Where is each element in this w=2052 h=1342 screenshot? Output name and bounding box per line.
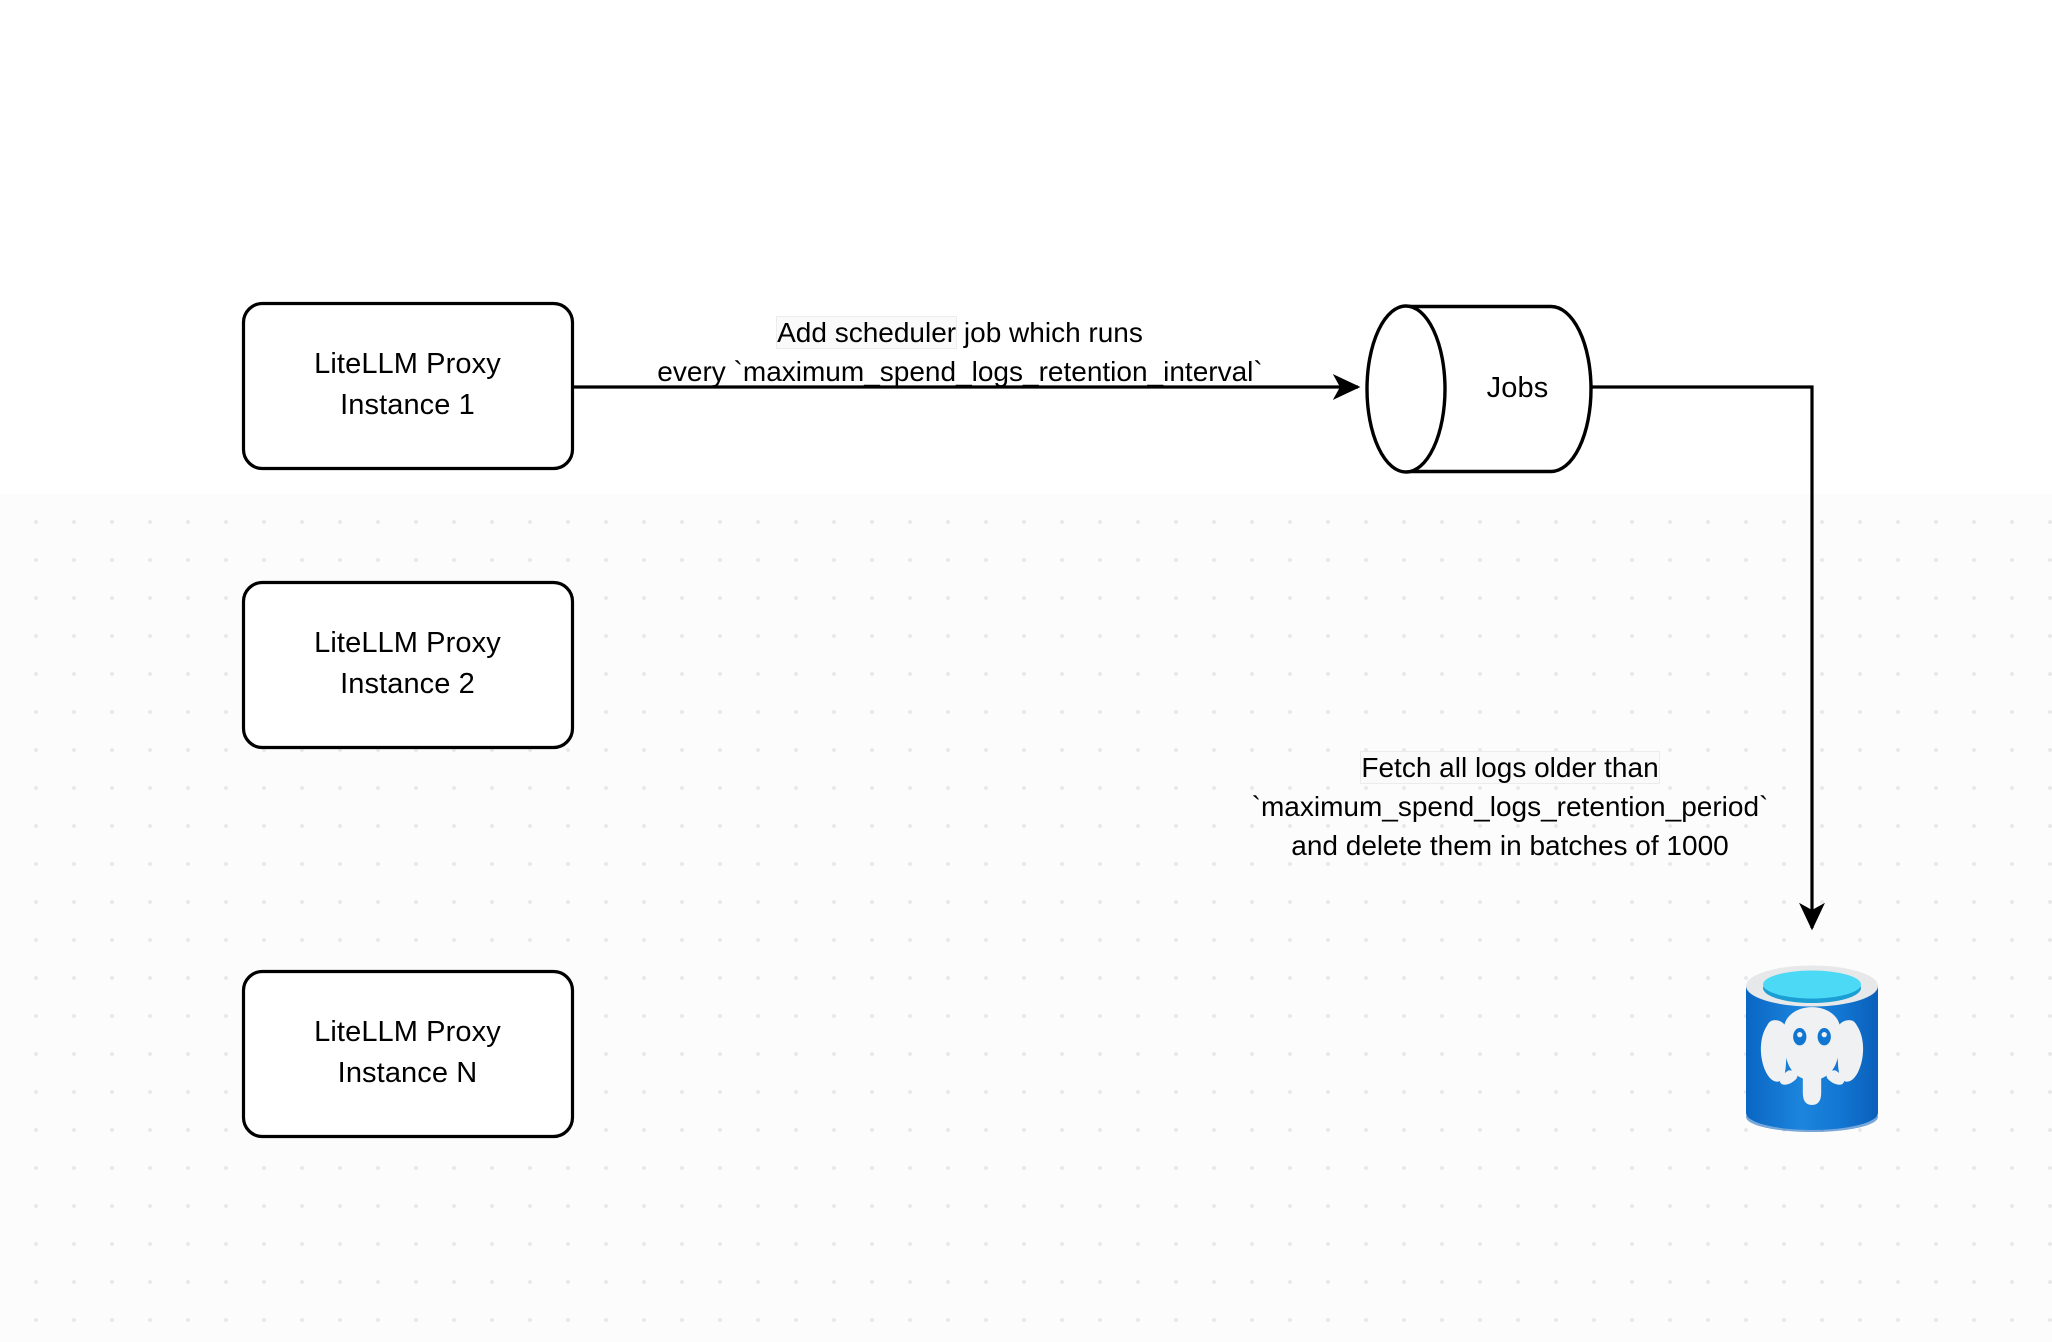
edge-jobs-postgres-label-highlight: Fetch all logs older than	[1361, 752, 1659, 783]
node-proxy-n-line1: LiteLLM Proxy	[314, 1016, 501, 1048]
edge-jobs-postgres-label: Fetch all logs older than `maximum_spend…	[1230, 748, 1790, 865]
edge-proxy1-jobs-label-line1: Add scheduler job which runs	[590, 313, 1330, 352]
edge-jobs-postgres-label-line3: and delete them in batches of 1000	[1291, 830, 1729, 861]
node-proxy-1-line1: LiteLLM Proxy	[314, 348, 501, 380]
node-proxy-2-line1: LiteLLM Proxy	[314, 627, 501, 659]
edge-proxy1-jobs-label-highlight: Add scheduler	[777, 317, 957, 348]
node-proxy-2-label: LiteLLM Proxy Instance 2	[243, 623, 572, 705]
node-jobs-label: Jobs	[1445, 368, 1590, 409]
node-jobs-text: Jobs	[1486, 372, 1549, 404]
node-jobs-shape[interactable]	[1365, 304, 1593, 474]
node-proxy-2-line2: Instance 2	[340, 668, 475, 700]
edge-jobs-postgres-line	[1590, 385, 1825, 931]
node-proxy-n-shape[interactable]	[241, 969, 575, 1139]
edge-proxy1-jobs-label-line2: every `maximum_spend_logs_retention_inte…	[657, 356, 1263, 387]
edge-jobs-postgres-label-line2: `maximum_spend_logs_retention_period`	[1251, 791, 1769, 822]
node-proxy-1-line2: Instance 1	[340, 389, 475, 421]
edge-jobs-postgres-label-line1: Fetch all logs older than	[1230, 748, 1790, 787]
edge-proxy1-jobs-label-line1-rest: job which runs	[956, 317, 1143, 348]
node-proxy-n-line2: Instance N	[337, 1057, 478, 1089]
postgres-icon[interactable]	[1746, 965, 1878, 1133]
node-proxy-1-label: LiteLLM Proxy Instance 1	[243, 344, 572, 426]
node-proxy-n-label: LiteLLM Proxy Instance N	[243, 1012, 572, 1094]
edge-proxy1-jobs-label: Add scheduler job which runs every `maxi…	[590, 313, 1330, 391]
node-proxy-2-shape[interactable]	[241, 580, 575, 750]
